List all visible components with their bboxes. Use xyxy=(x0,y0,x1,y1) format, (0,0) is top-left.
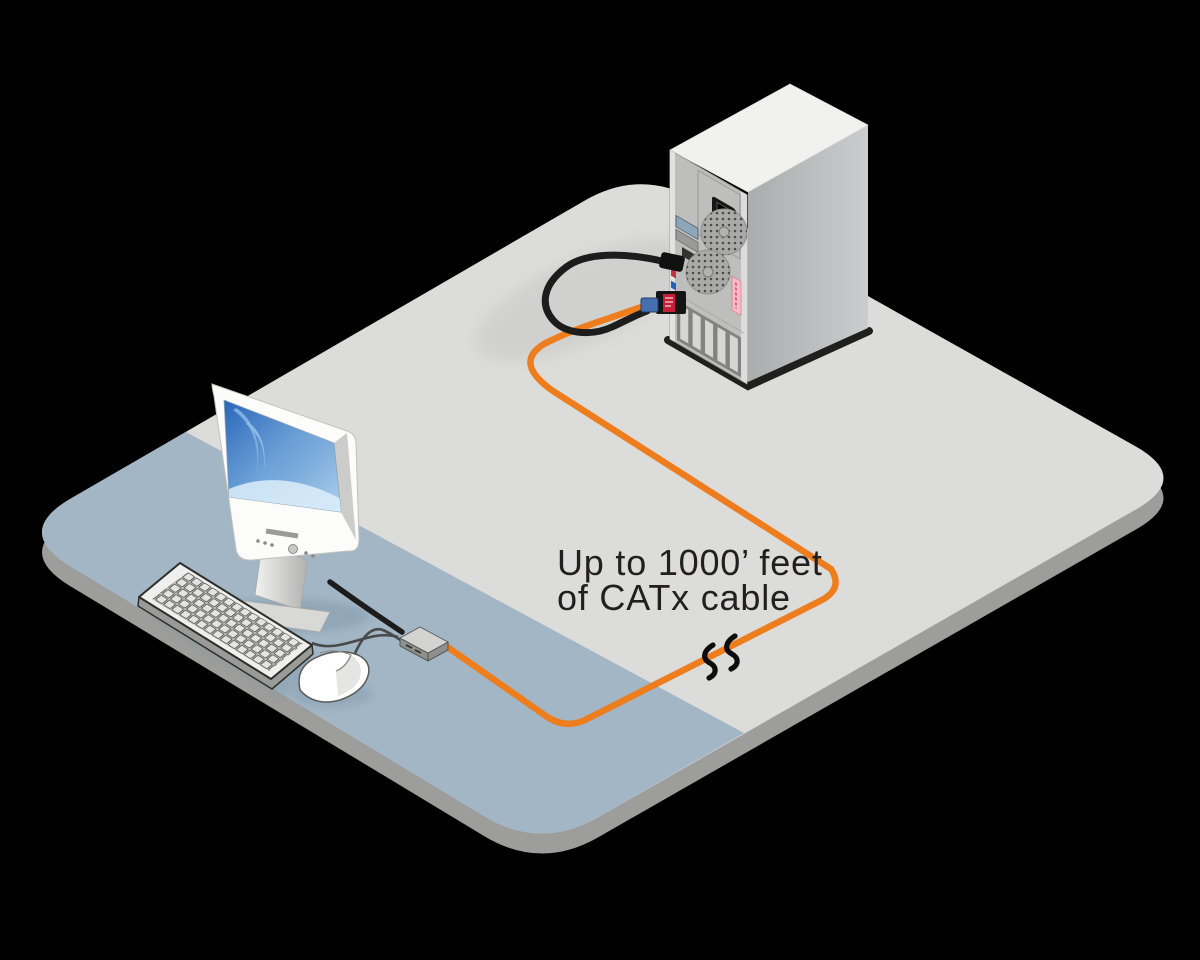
mouse-shading xyxy=(336,655,361,696)
monitor-bezel-rightband xyxy=(334,433,356,540)
pc-port-plug xyxy=(659,252,685,272)
mouse-button-divider xyxy=(335,654,352,672)
pc-loop-cable xyxy=(541,251,670,337)
annotation-line2: of CATx cable xyxy=(557,577,791,618)
desk-mat xyxy=(42,432,744,834)
mouse-button-line xyxy=(319,650,352,656)
cable-break-icon xyxy=(702,633,740,681)
screen-wallpaper xyxy=(229,408,341,512)
monitor-video-cable xyxy=(327,579,405,635)
tower-top-face xyxy=(669,83,869,193)
serial-port-icon xyxy=(675,228,699,253)
rj45-connector-icon xyxy=(640,297,659,313)
extender-top-face xyxy=(399,626,449,654)
expansion-slots xyxy=(677,300,741,378)
vga-port-icon xyxy=(675,214,699,240)
extender-vent-slot xyxy=(405,644,413,649)
keyboard-key-grid xyxy=(152,572,303,671)
annotation: Up to 1000’ feet of CATx cable xyxy=(557,542,823,618)
annotation-line1: Up to 1000’ feet xyxy=(557,542,823,583)
tower-right-face xyxy=(748,125,868,382)
keyboard-cable xyxy=(311,633,399,648)
tower-shadow xyxy=(475,238,695,362)
panel-red-speck xyxy=(671,268,676,279)
extender-vent-slot xyxy=(414,649,422,654)
power-button-icon xyxy=(288,544,298,554)
panel-blue-speck xyxy=(671,280,676,291)
desk-cables xyxy=(311,579,405,648)
access-module xyxy=(640,291,686,314)
fan-grille-upper xyxy=(700,208,748,256)
keyboard xyxy=(137,562,322,699)
warning-label xyxy=(731,275,742,316)
tower-base-shadow xyxy=(664,327,873,391)
module-label xyxy=(663,294,675,312)
monitor-buttons xyxy=(256,528,315,558)
extender-unit xyxy=(399,626,449,662)
fan-grille-lower xyxy=(685,249,731,295)
computer-tower xyxy=(664,83,873,391)
